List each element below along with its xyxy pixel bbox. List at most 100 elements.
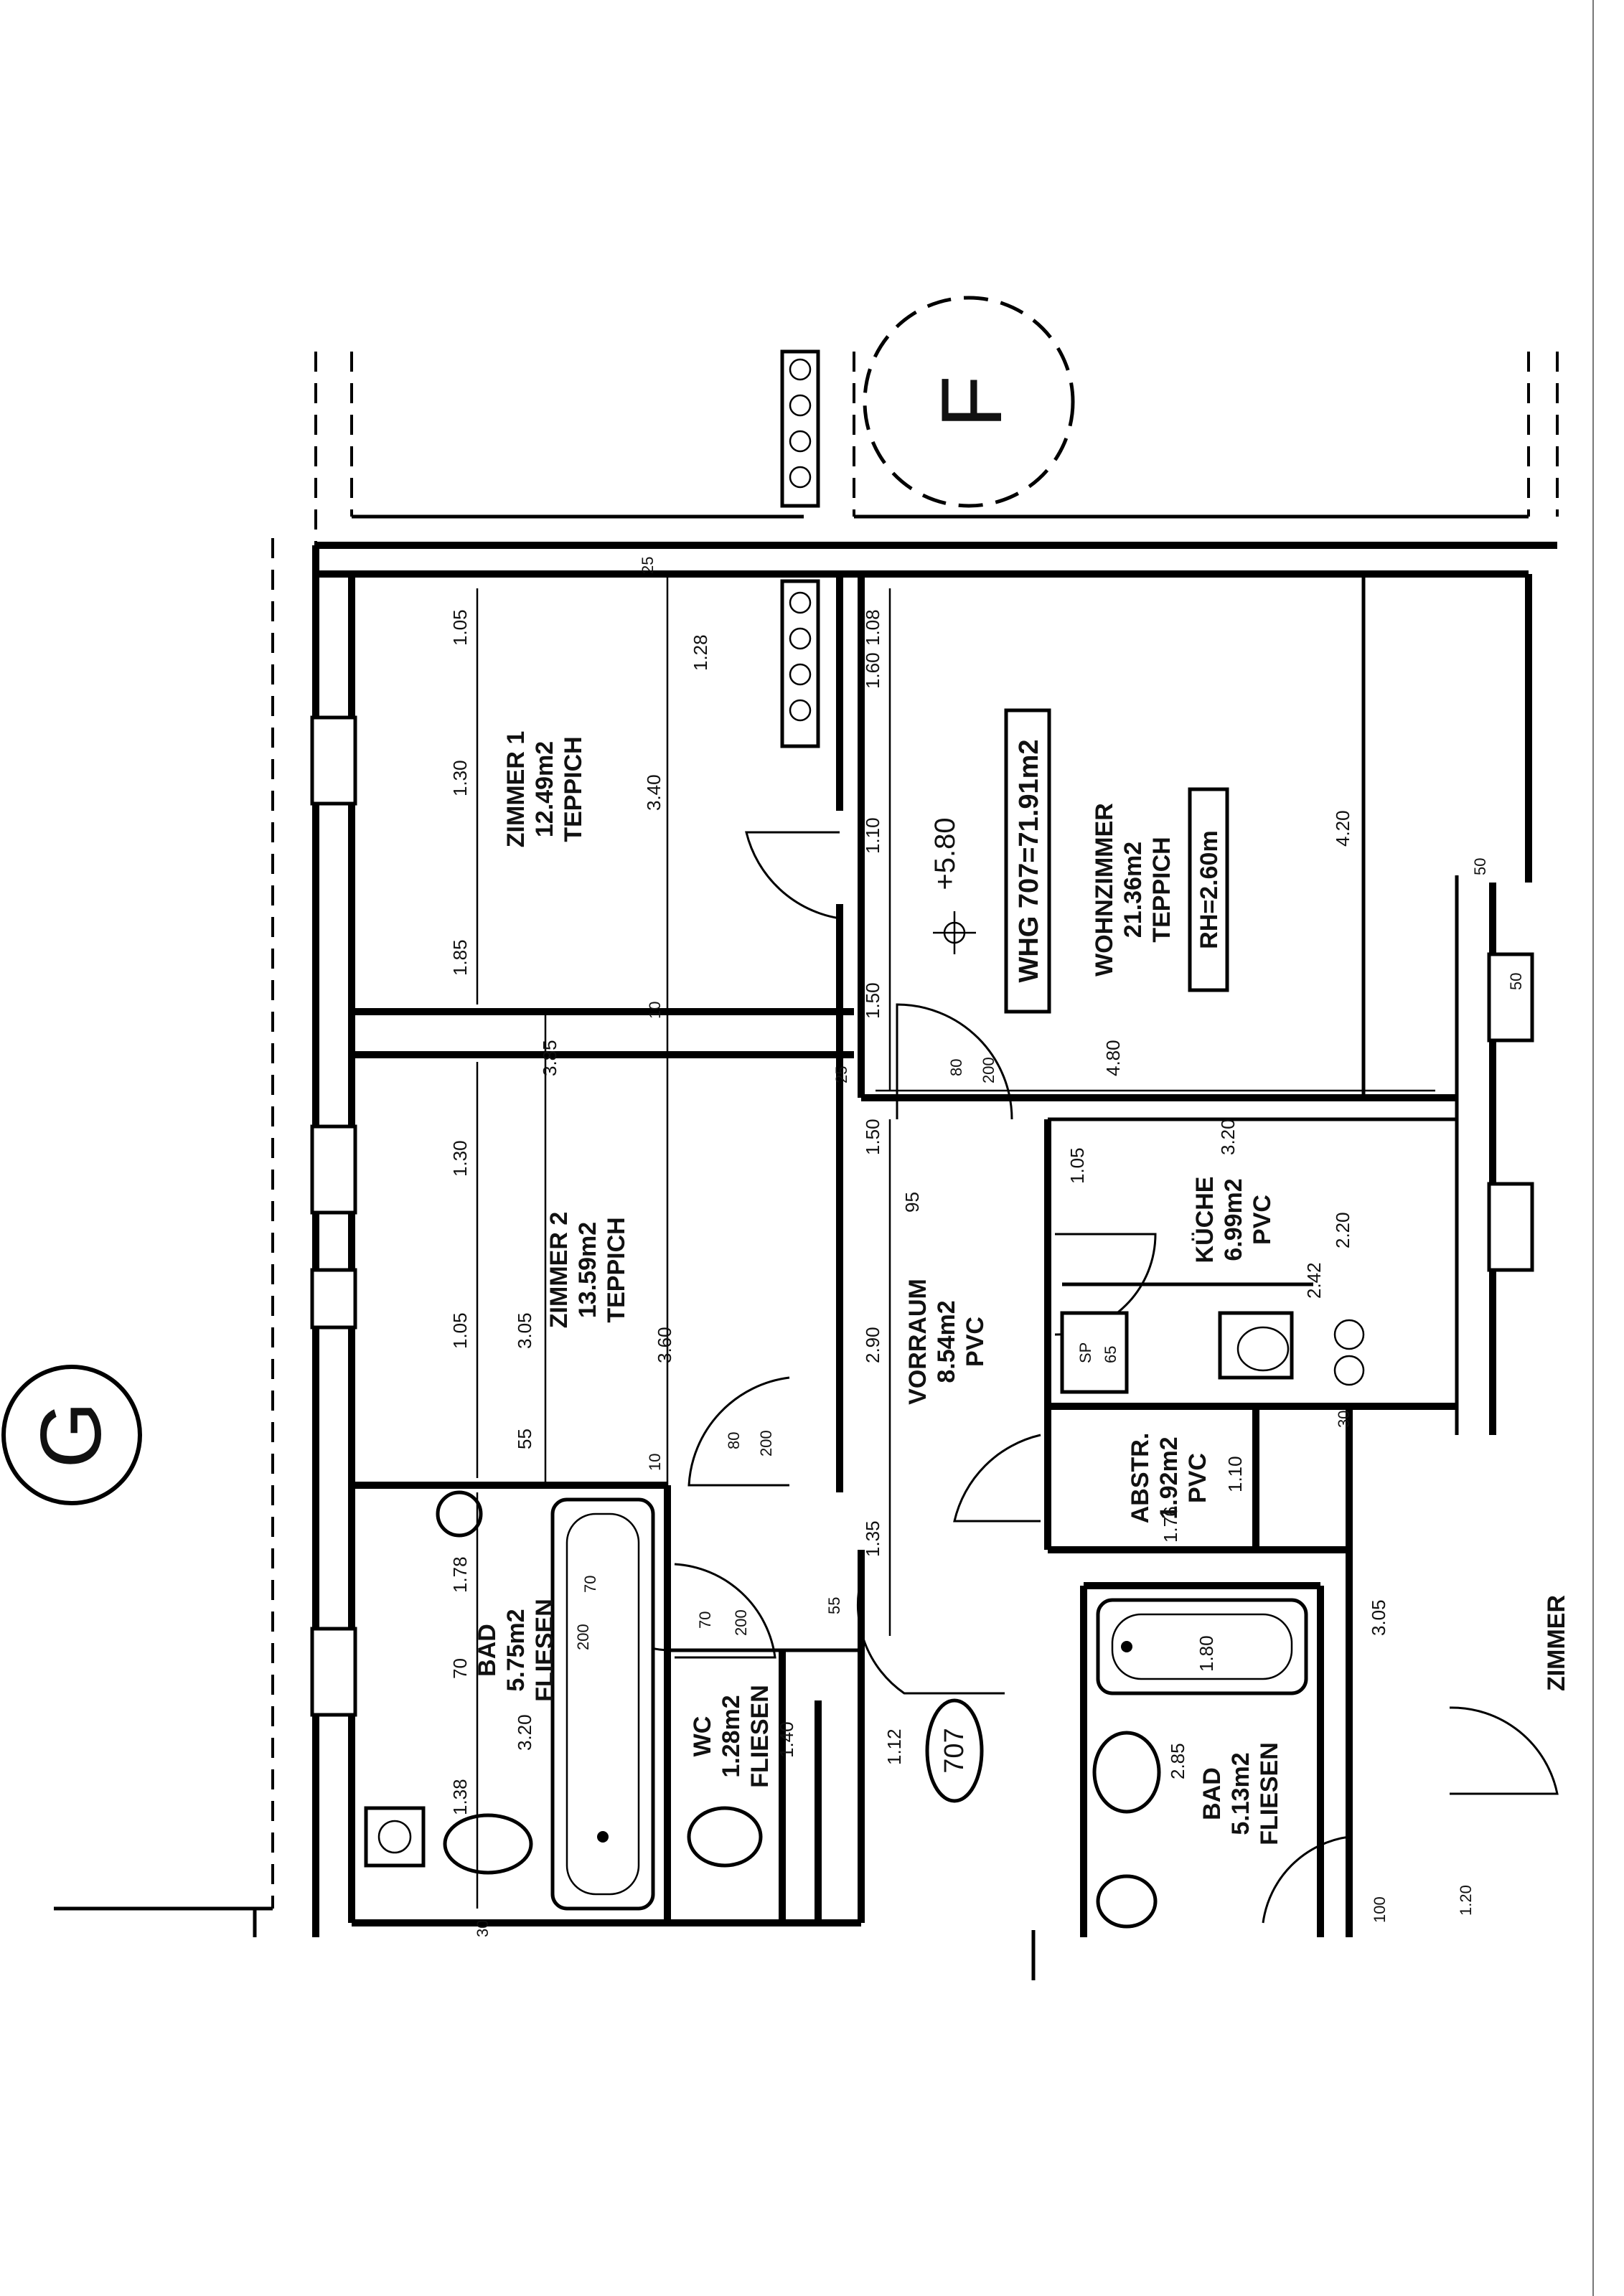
top-boundary [314,352,1559,545]
dim-z1-a: 1.05 [449,609,471,646]
dim-d25-a: 25 [639,557,657,574]
section-marker-g: G [1,1365,142,1505]
abstr-floor: PVC [1184,1453,1211,1503]
bathtub-bad2 [1096,1598,1308,1695]
zimmer3-name: ZIMMER [1543,1595,1570,1691]
dim-b2-b: 2.85 [1167,1743,1188,1779]
dim-v-d: 95 [901,1192,923,1213]
facade-line [54,538,274,1937]
dim-d25-b: 25 [832,1066,850,1083]
dimension-lines [476,588,1435,1909]
dim-d80-b: 80 [725,1432,743,1449]
bad2-name: BAD [1198,1767,1226,1820]
room-height: RH=2.60m [1196,830,1223,949]
wohnzimmer-area: 21.36m2 [1120,842,1147,938]
dim-v-a: 2.90 [862,1327,883,1363]
dim-ab-b: 1.10 [1224,1456,1246,1492]
bad1-name: BAD [474,1624,501,1677]
room-kueche: KÜCHE 6.99m2 PVC [1191,1177,1276,1264]
room-wc: WC 1.28m2 FLIESEN [689,1685,774,1788]
elevation-marker: +5.80 [929,817,976,954]
zimmer2-floor: TEPPICH [603,1217,630,1322]
dim-ab-a: 1.76 [1160,1506,1181,1543]
room-height-box: RH=2.60m [1188,787,1229,992]
dim-v-b: 1.35 [862,1520,883,1557]
zimmer2-area: 13.59m2 [574,1222,601,1318]
wc-area: 1.28m2 [718,1695,745,1777]
dim-w-c: 1.10 [862,817,883,854]
apartment-label: WHG 707=71.91m2 [1014,739,1044,982]
wc-floor: FLIESEN [746,1685,774,1788]
zimmer1-name: ZIMMER 1 [502,731,530,847]
kueche-floor: PVC [1249,1195,1276,1245]
bad2-floor: FLIESEN [1256,1742,1283,1845]
bad1-area: 5.75m2 [502,1609,530,1691]
dim-z1-b: 1.30 [449,760,471,796]
room-zimmer3: ZIMMER [1543,1595,1570,1691]
dim-d30-a: 30 [1335,1411,1353,1428]
section-marker-f-label: F [924,375,1020,428]
dim-k-a: 3.20 [1217,1119,1239,1155]
apartment-door-number: 707 [939,1728,970,1773]
room-bad2: BAD 5.13m2 FLIESEN [1198,1742,1283,1845]
dim-d70-b: 70 [696,1612,714,1629]
dim-wc-b: 1.40 [776,1721,797,1758]
dim-z2-d: 3.85 [539,1040,560,1076]
zimmer2-name: ZIMMER 2 [545,1212,573,1328]
room-bad1: BAD 5.75m2 FLIESEN [474,1599,558,1702]
dim-z2-c: 3.05 [514,1312,535,1349]
room-wohnzimmer: WOHNZIMMER 21.36m2 TEPPICH [1091,803,1175,977]
room-abstr: ABSTR. 1.92m2 PVC [1127,1433,1211,1524]
room-vorraum: VORRAUM 8.54m2 PVC [904,1279,989,1405]
dim-w-b: 4.20 [1332,810,1353,847]
abstr-name: ABSTR. [1127,1433,1154,1524]
kueche-area: 6.99m2 [1220,1178,1247,1261]
dim-d200-a: 200 [980,1057,998,1083]
zimmer1-floor: TEPPICH [560,736,587,842]
dim-z2-a: 1.30 [449,1140,471,1177]
doors [558,831,1559,1924]
dim-d50-a: 50 [1471,858,1489,875]
dim-b2-a: 1.80 [1196,1635,1217,1672]
elevation-value: +5.80 [929,817,961,890]
wc-name: WC [689,1716,716,1757]
dim-v-c: 1.50 [862,1119,883,1155]
dim-z1-e: 1.28 [690,634,711,671]
dim-d70-a: 70 [581,1576,599,1593]
dimension-labels: 1.05 1.30 1.85 3.40 1.28 3.85 1.30 1.05 … [449,557,1525,1937]
wohnzimmer-floor: TEPPICH [1148,837,1175,942]
dim-d100: 100 [1371,1896,1389,1923]
apartment-label-box: WHG 707=71.91m2 [1004,708,1051,1014]
dim-z1-d: 3.40 [643,774,665,811]
bad2-area: 5.13m2 [1227,1752,1254,1835]
dim-k-d: 2.42 [1303,1262,1325,1299]
dim-z1-c: 1.85 [449,939,471,976]
dim-wc-a: 1.12 [883,1728,905,1765]
storage-width: 65 [1102,1346,1120,1363]
vorraum-floor: PVC [962,1317,989,1367]
section-marker-g-label: G [23,1401,119,1468]
dim-k-c: 1.05 [1066,1147,1088,1184]
shaft-middle [780,579,820,748]
dim-z2-f: 55 [514,1429,535,1449]
dim-d200-d: 200 [732,1609,750,1636]
dim-bad-a: 1.78 [449,1556,471,1593]
dim-w-a: 4.80 [1102,1040,1124,1076]
apartment-door-tag: 707 [925,1698,984,1803]
dim-d10-a: 10 [646,1002,664,1019]
dim-bad-c: 3.20 [514,1714,535,1751]
dim-d50-b: 50 [1507,973,1525,990]
dim-w-d: 1.50 [862,982,883,1019]
windows [310,715,1534,1717]
section-marker-f: F [863,296,1075,508]
dim-d200-c: 200 [574,1624,592,1650]
room-zimmer1: ZIMMER 1 12.49m2 TEPPICH [502,731,587,847]
bad1-floor: FLIESEN [531,1599,558,1702]
bathtub-bad1 [550,1497,655,1911]
dim-z2-b: 1.05 [449,1312,471,1349]
dim-d10-b: 10 [646,1454,664,1471]
dim-bad-b: 70 [449,1658,471,1679]
kueche-name: KÜCHE [1191,1177,1219,1264]
vorraum-name: VORRAUM [904,1279,931,1405]
room-zimmer2: ZIMMER 2 13.59m2 TEPPICH [545,1212,630,1328]
